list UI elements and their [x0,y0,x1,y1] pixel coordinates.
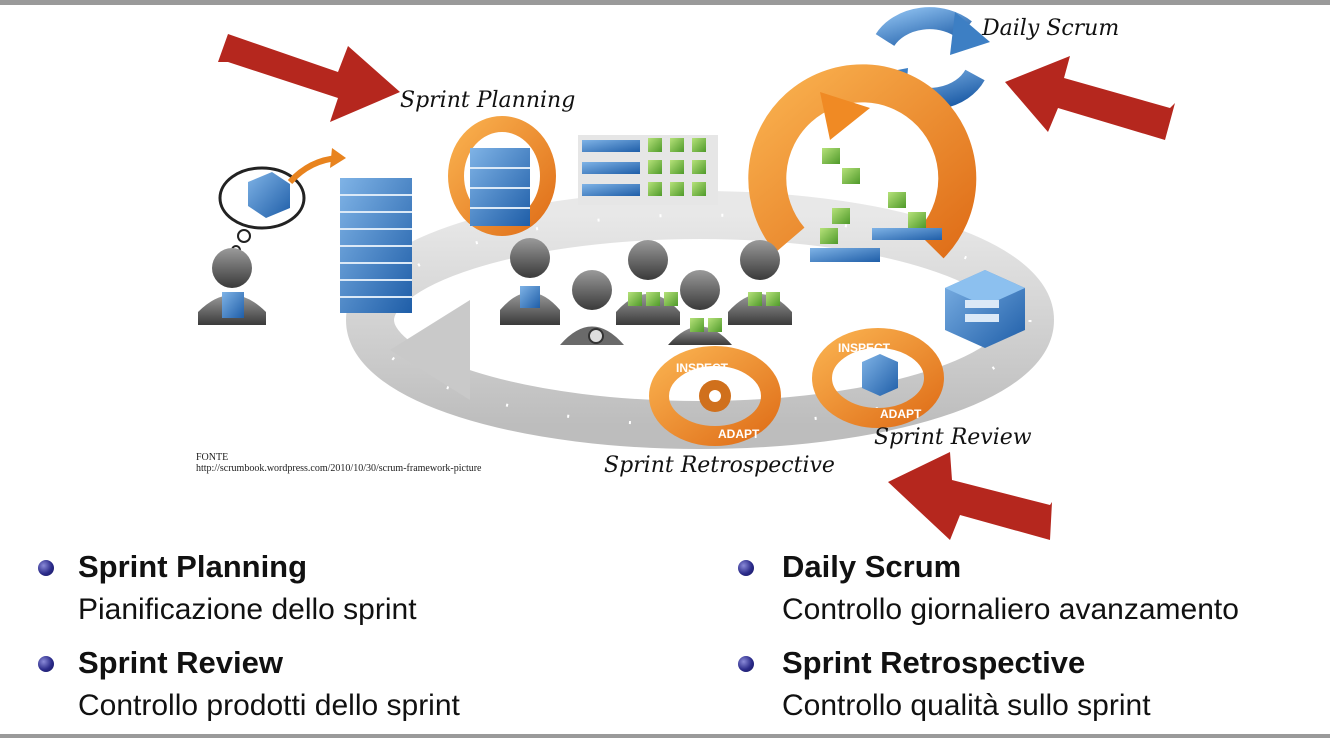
red-arrow-daily-scrum [1005,56,1175,140]
label-daily-scrum: Daily Scrum [981,16,1119,41]
sprint-execution-cycle-icon [748,64,977,262]
sprint-planning-icon [448,116,556,236]
scrum-framework-diagram: INSPECT ADAPT INSPECT ADAPT Sprint Plann… [196,7,1175,540]
label-sprint-retrospective: Sprint Retrospective [604,453,835,478]
item-title: Sprint Review [78,645,283,680]
source-url: http://scrumbook.wordpress.com/2010/10/3… [196,463,482,474]
label-sprint-review: Sprint Review [874,425,1032,450]
item-title: Sprint Planning [78,549,308,584]
top-border [0,0,1330,5]
item-description: Controllo giornaliero avanzamento [782,593,1239,626]
item-title: Sprint Retrospective [782,645,1086,680]
ring-arrowhead [390,300,470,400]
red-arrow-planning [218,34,400,122]
bullet-icon [738,656,754,672]
bullet-icon [738,560,754,576]
label-sprint-planning: Sprint Planning [400,88,575,113]
item-description: Controllo prodotti dello sprint [78,689,460,722]
red-arrow-review [888,452,1052,540]
review-inspect-label: INSPECT [838,341,891,355]
review-inspect-adapt-icon: INSPECT ADAPT [812,328,944,428]
retro-inspect-label: INSPECT [676,361,729,375]
bullet-icon [38,560,54,576]
product-increment-icon [945,270,1025,348]
meeting-list: Sprint Planning Pianificazione dello spr… [0,545,1330,735]
retrospective-inspect-adapt-icon: INSPECT ADAPT [649,346,781,446]
review-adapt-label: ADAPT [880,407,922,421]
bottom-border [0,734,1330,738]
product-owner-icon [198,148,346,325]
source-label: FONTE [196,452,228,463]
item-description: Controllo qualità sullo sprint [782,689,1151,722]
item-description: Pianificazione dello sprint [78,593,417,626]
item-title: Daily Scrum [782,549,962,584]
bullet-icon [38,656,54,672]
sprint-backlog-grid-icon [578,135,718,205]
retro-adapt-label: ADAPT [718,427,760,441]
scrum-team-icon [500,238,792,345]
product-backlog-icon [340,178,412,313]
